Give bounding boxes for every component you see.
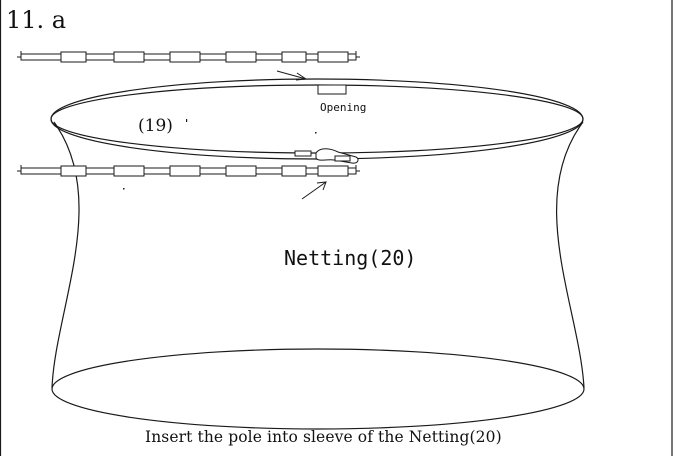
scan-specks bbox=[123, 119, 317, 190]
sleeve-insertion-detail bbox=[294, 148, 359, 164]
step-title: 11. a bbox=[6, 6, 67, 34]
pole-number-label: (19) bbox=[138, 116, 173, 136]
bottom-pole bbox=[17, 165, 360, 177]
instruction-caption: Insert the pole into sleeve of the Netti… bbox=[145, 428, 502, 446]
opening-slot bbox=[317, 84, 347, 95]
top-hoop bbox=[50, 78, 584, 160]
bottom-hoop bbox=[51, 348, 585, 430]
netting-body bbox=[51, 121, 585, 389]
top-pole bbox=[17, 51, 360, 63]
opening-label: Opening bbox=[320, 101, 367, 114]
netting-label: Netting(20) bbox=[284, 246, 417, 270]
sleeve-arrow bbox=[301, 181, 327, 200]
